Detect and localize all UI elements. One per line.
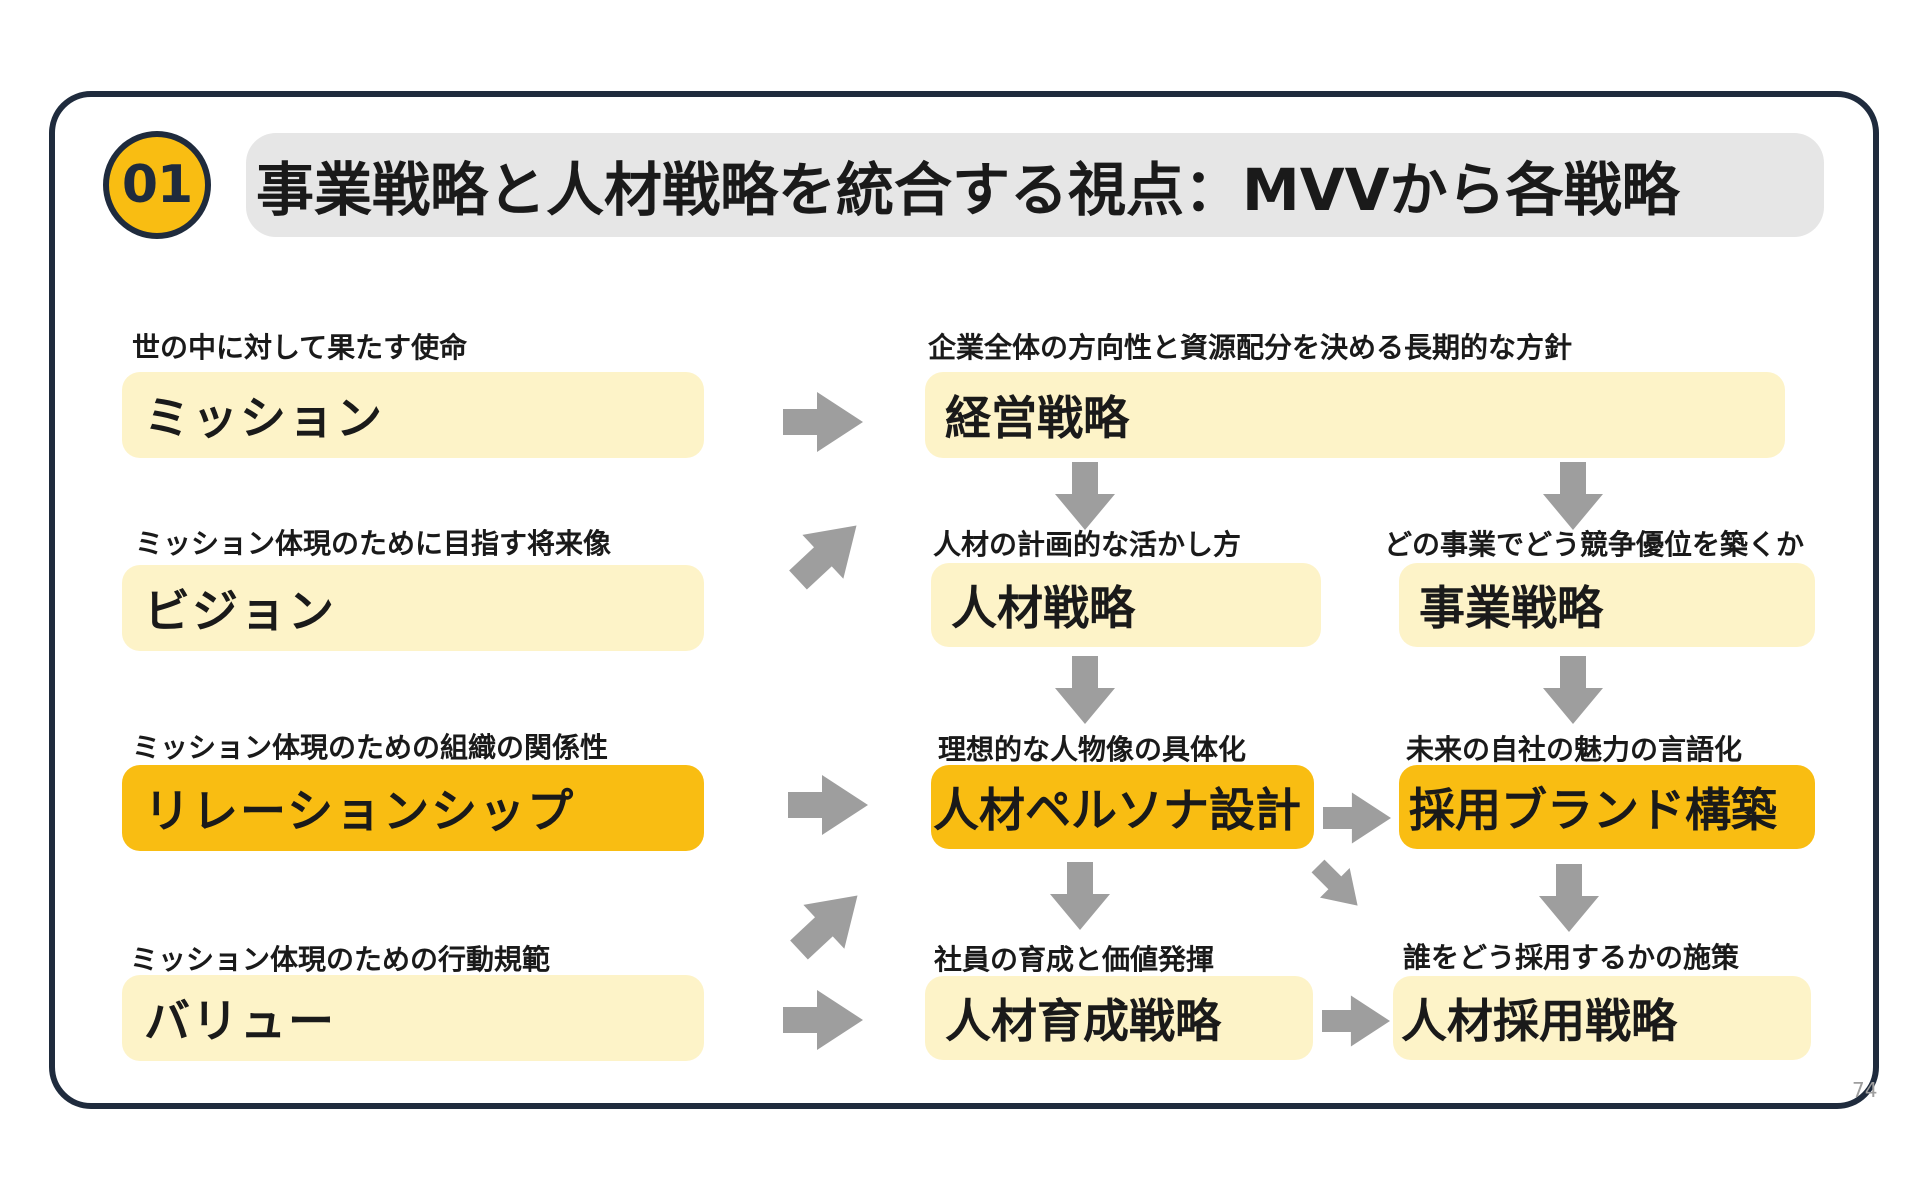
- management-strategy-caption: 企業全体の方向性と資源配分を決める長期的な方針: [928, 331, 1573, 364]
- page-number: 74: [1852, 1078, 1878, 1102]
- persona-design-box: 人材ペルソナ設計: [931, 765, 1314, 849]
- business-strategy-box: 事業戦略: [1399, 563, 1815, 647]
- employer-brand-caption: 未来の自社の魅力の言語化: [1406, 733, 1743, 766]
- relationship-caption: ミッション体現のための組織の関係性: [132, 731, 609, 764]
- business-strategy-caption: どの事業でどう競争優位を築くか: [1384, 528, 1805, 561]
- recruitment-strategy-box: 人材採用戦略: [1393, 976, 1811, 1060]
- section-number-badge: 01: [103, 131, 211, 239]
- hr-strategy-box: 人材戦略: [931, 563, 1321, 647]
- mission-caption: 世の中に対して果たす使命: [132, 331, 468, 364]
- recruitment-caption: 誰をどう採用するかの施策: [1403, 941, 1740, 974]
- mission-box: ミッション: [122, 372, 704, 458]
- vision-caption: ミッション体現のために目指す将来像: [135, 527, 612, 560]
- relationship-box: リレーションシップ: [122, 765, 704, 851]
- hr-strategy-caption: 人材の計画的な活かし方: [933, 528, 1242, 561]
- persona-caption: 理想的な人物像の具体化: [938, 733, 1247, 766]
- value-box: バリュー: [122, 975, 704, 1061]
- development-caption: 社員の育成と価値発揮: [934, 943, 1215, 976]
- employer-brand-box: 採用ブランド構築: [1399, 765, 1815, 849]
- value-caption: ミッション体現のための行動規範: [130, 943, 551, 976]
- development-strategy-box: 人材育成戦略: [925, 976, 1313, 1060]
- vision-box: ビジョン: [122, 565, 704, 651]
- title-bar: 事業戦略と人材戦略を統合する視点：MVVから各戦略: [246, 133, 1824, 237]
- management-strategy-box: 経営戦略: [925, 372, 1785, 458]
- slide-title: 事業戦略と人材戦略を統合する視点：MVVから各戦略: [256, 156, 1680, 224]
